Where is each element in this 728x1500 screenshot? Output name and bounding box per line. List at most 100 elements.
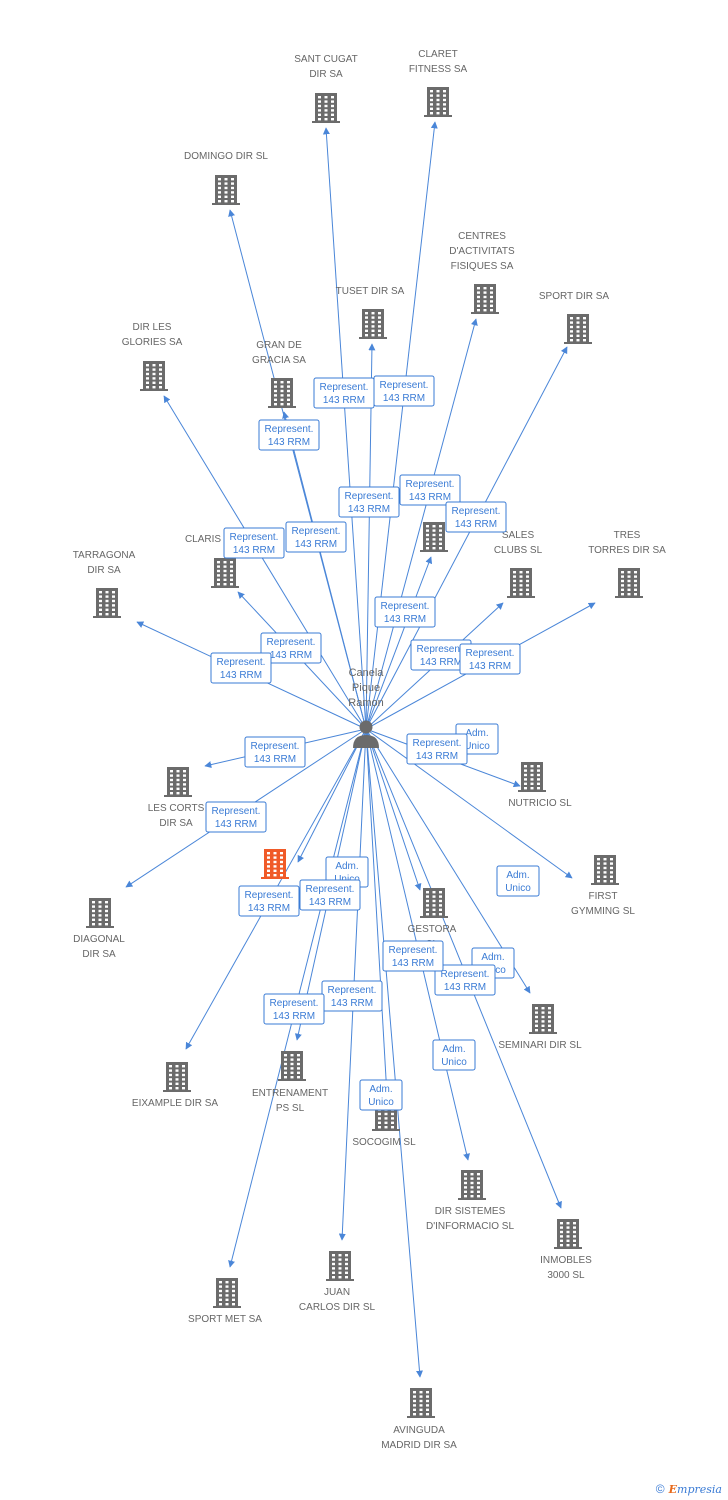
building-window [219,1285,222,1288]
empresia-logo[interactable]: Empresia [669,1483,722,1496]
company-building-icon[interactable] [359,309,387,339]
building-window [470,1181,474,1185]
company-building-icon[interactable] [278,1051,306,1081]
edge-role-badge[interactable]: Represent.143 RRM [459,643,521,675]
building-window [224,186,228,190]
building-window [225,1303,229,1306]
building-window [371,312,375,315]
company-building-icon[interactable] [268,378,296,408]
company-building-icon[interactable] [420,888,448,918]
building-window [627,575,631,578]
building-base [261,877,289,879]
building-window [297,1058,300,1061]
building-window [621,588,624,591]
building-window [439,547,442,550]
building-window [436,90,440,93]
company-building-icon[interactable] [554,1219,582,1249]
building-window [224,191,228,194]
building-window [384,1126,388,1129]
building-window [99,608,102,611]
edge-role-badge[interactable]: Represent.143 RRM [399,474,461,506]
company-building-icon[interactable] [140,361,168,391]
company-building-icon[interactable] [471,284,499,314]
building-window [513,571,516,574]
building-window [439,891,442,894]
edge-role-badge[interactable]: Represent.143 RRM [382,940,444,972]
edge-role-badge[interactable]: Represent.143 RRM [434,964,496,996]
edge-role-badge[interactable]: Represent.143 RRM [373,375,435,407]
highlighted-company-icon[interactable] [261,849,289,879]
building-window [526,588,529,591]
person-icon[interactable] [353,720,379,749]
company-building-icon[interactable] [407,1388,435,1418]
company-building-icon[interactable] [211,558,239,588]
company-building-icon[interactable] [424,87,452,117]
building-window [524,773,527,777]
building-window [365,320,368,324]
edge-role-badge[interactable]: Adm.Unico [432,1039,476,1071]
building-window [284,1076,287,1079]
edge-role-badge[interactable]: Adm.Unico [496,865,540,897]
company-building-icon[interactable] [312,93,340,123]
company-building-icon[interactable] [86,898,114,928]
building-window [345,1276,348,1279]
building-window [430,98,433,102]
building-window [426,895,429,898]
edge-role-badge[interactable]: Represent.143 RRM [223,527,285,559]
edge-role-badge[interactable]: Represent.143 RRM [406,733,468,765]
edge-role-badge[interactable]: Represent.143 RRM [321,980,383,1012]
building-window [519,584,523,587]
edge-role-badge[interactable]: Represent.143 RRM [244,736,306,768]
edge-line [365,728,423,1378]
building-window [430,107,433,110]
company-building-icon[interactable] [564,314,592,344]
company-building-icon[interactable] [212,175,240,205]
edge-role-badge[interactable]: Represent.143 RRM [299,879,361,911]
badge-box [373,375,435,407]
edge-role-badge[interactable]: Represent.143 RRM [263,993,325,1025]
badge-text: Represent. [306,884,355,895]
building-window [332,1271,335,1274]
edge-role-badge[interactable]: Represent.143 RRM [445,501,507,533]
building-window [583,325,586,329]
edge-role-badge[interactable]: Represent.143 RRM [210,652,272,684]
edge-role-badge[interactable]: Represent.143 RRM [338,486,400,518]
edge-role-badge[interactable]: Represent.143 RRM [258,419,320,451]
copyright-symbol: © [655,1482,665,1496]
building-window [105,608,109,611]
building-window [464,1195,467,1198]
building-window [432,542,436,545]
company-building-icon[interactable] [518,762,546,792]
company-building-icon[interactable] [213,1278,241,1308]
building-window [219,1294,222,1297]
building-window [159,386,162,389]
building-window [566,1244,570,1247]
building-window [218,186,221,190]
edge-role-badge[interactable]: Represent.143 RRM [374,596,436,628]
edge-role-badge[interactable]: Represent.143 RRM [205,801,267,833]
company-building-icon[interactable] [420,522,448,552]
company-building-icon[interactable] [458,1170,486,1200]
edge-role-badge[interactable]: Represent.143 RRM [313,377,375,409]
company-building-icon[interactable] [164,767,192,797]
company-building-icon[interactable] [591,855,619,885]
company-building-icon[interactable] [93,588,121,618]
building-window [345,1271,348,1274]
building-window [439,895,442,898]
company-building-icon[interactable] [615,568,643,598]
company-name-label: CENTRES [458,231,506,242]
edge-role-badge[interactable]: Represent.143 RRM [260,632,322,664]
building-window [219,1281,222,1284]
company-building-icon[interactable] [529,1004,557,1034]
badge-box [374,596,436,628]
building-window [426,891,429,894]
company-building-icon[interactable] [163,1062,191,1092]
edge-role-badge[interactable]: Adm.Unico [359,1079,403,1111]
edge-role-badge[interactable]: Represent.143 RRM [238,885,300,917]
company-building-icon[interactable] [326,1251,354,1281]
badge-box [238,885,300,917]
edge-role-badge[interactable]: Represent.143 RRM [285,521,347,553]
company-building-icon[interactable] [507,568,535,598]
building-window [331,109,334,112]
building-window [338,1271,342,1274]
